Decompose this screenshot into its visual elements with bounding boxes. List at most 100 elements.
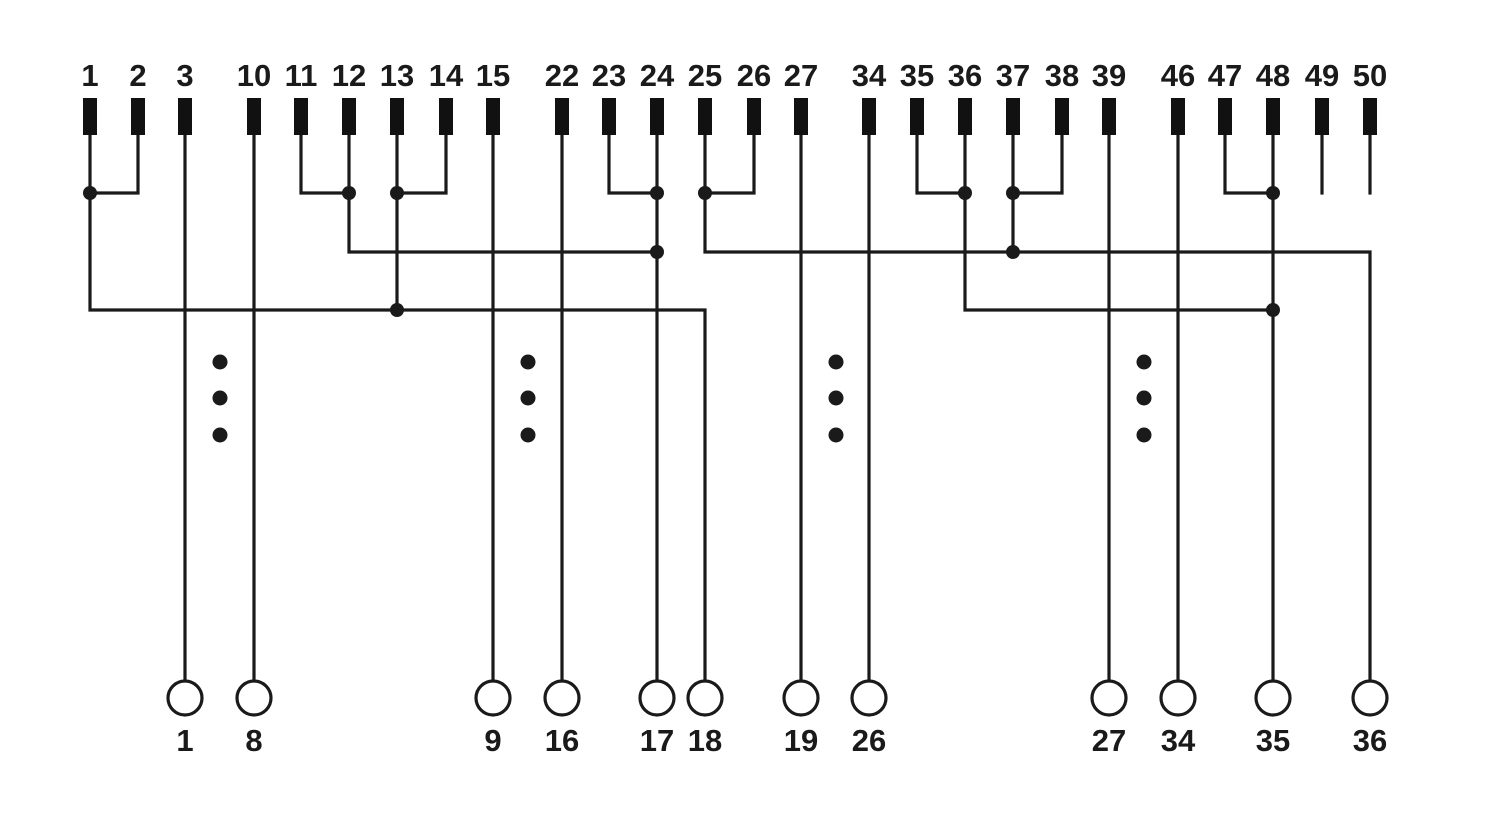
pin-label-12: 12 bbox=[332, 58, 366, 93]
pin-block-47 bbox=[1218, 98, 1232, 135]
junction-dots bbox=[83, 186, 1280, 317]
terminal-8 bbox=[235, 679, 273, 717]
junction-dot bbox=[1006, 245, 1020, 259]
pin-block-38 bbox=[1055, 98, 1069, 135]
ellipsis-dot bbox=[828, 354, 844, 370]
terminal-label-18: 18 bbox=[688, 723, 722, 758]
wires bbox=[88, 133, 1372, 683]
wire-group-25-26-to-36 bbox=[703, 133, 1372, 683]
terminal-label-35: 35 bbox=[1256, 723, 1290, 758]
terminal-label-36: 36 bbox=[1353, 723, 1387, 758]
pin-block-34 bbox=[862, 98, 876, 135]
pin-label-49: 49 bbox=[1305, 58, 1339, 93]
terminal-label-26: 26 bbox=[852, 723, 886, 758]
pin-label-35: 35 bbox=[900, 58, 934, 93]
pin-label-46: 46 bbox=[1161, 58, 1195, 93]
ellipsis-dot bbox=[520, 427, 536, 443]
wire-group-11-12-to-24 bbox=[347, 133, 659, 254]
pin-label-14: 14 bbox=[429, 58, 464, 93]
pin-block-39 bbox=[1102, 98, 1116, 135]
pin-label-22: 22 bbox=[545, 58, 579, 93]
pin-label-23: 23 bbox=[592, 58, 626, 93]
pin-block-14 bbox=[439, 98, 453, 135]
pin-label-36: 36 bbox=[948, 58, 982, 93]
pin-block-35 bbox=[910, 98, 924, 135]
pin-label-39: 39 bbox=[1092, 58, 1126, 93]
terminal-label-19: 19 bbox=[784, 723, 818, 758]
terminal-label-34: 34 bbox=[1161, 723, 1196, 758]
pin-block-11 bbox=[294, 98, 308, 135]
terminal-label-27: 27 bbox=[1092, 723, 1126, 758]
ellipsis-dot bbox=[828, 390, 844, 406]
pin-block-27 bbox=[794, 98, 808, 135]
ellipsis-dot bbox=[520, 354, 536, 370]
junction-dot bbox=[1006, 186, 1020, 200]
pin-block-1 bbox=[83, 98, 97, 135]
junction-dot bbox=[342, 186, 356, 200]
wire-pin-47-bridge bbox=[1223, 133, 1275, 195]
vertical-ellipsis bbox=[212, 354, 228, 443]
pin-label-3: 3 bbox=[176, 58, 193, 93]
terminal-1 bbox=[166, 679, 204, 717]
ellipsis-dot bbox=[212, 390, 228, 406]
pin-label-11: 11 bbox=[285, 58, 318, 93]
vertical-ellipsis bbox=[520, 354, 536, 443]
pin-label-24: 24 bbox=[640, 58, 675, 93]
pin-block-48 bbox=[1266, 98, 1280, 135]
wire-pin-38-bridge bbox=[1011, 133, 1064, 195]
pin-block-26 bbox=[747, 98, 761, 135]
pin-block-23 bbox=[602, 98, 616, 135]
pin-label-25: 25 bbox=[688, 58, 722, 93]
ellipsis-dot bbox=[212, 427, 228, 443]
pin-block-15 bbox=[486, 98, 500, 135]
terminal-17 bbox=[638, 679, 676, 717]
continuation-ellipses bbox=[212, 354, 1152, 443]
ellipsis-dot bbox=[828, 427, 844, 443]
junction-dot bbox=[698, 186, 712, 200]
wire-group-35-36-to-48 bbox=[963, 133, 1275, 312]
terminal-label-8: 8 bbox=[245, 723, 262, 758]
wire-pin-35-bridge bbox=[915, 133, 967, 195]
junction-dot bbox=[1266, 186, 1280, 200]
pin-label-2: 2 bbox=[129, 58, 146, 93]
ellipsis-dot bbox=[520, 390, 536, 406]
pin-block-36 bbox=[958, 98, 972, 135]
pin-label-1: 1 bbox=[81, 58, 98, 93]
vertical-ellipsis bbox=[1136, 354, 1152, 443]
terminal-label-1: 1 bbox=[176, 723, 193, 758]
ellipsis-dot bbox=[1136, 427, 1152, 443]
junction-dot bbox=[958, 186, 972, 200]
ellipsis-dot bbox=[1136, 354, 1152, 370]
ellipsis-dot bbox=[212, 354, 228, 370]
junction-dot bbox=[83, 186, 97, 200]
ellipsis-dot bbox=[1136, 390, 1152, 406]
pin-label-15: 15 bbox=[476, 58, 510, 93]
pin-block-22 bbox=[555, 98, 569, 135]
terminal-19 bbox=[782, 679, 820, 717]
terminal-34 bbox=[1159, 679, 1197, 717]
wire-pin-11-bridge bbox=[299, 133, 351, 195]
terminal-9 bbox=[474, 679, 512, 717]
terminal-label-17: 17 bbox=[640, 723, 674, 758]
pin-label-47: 47 bbox=[1208, 58, 1242, 93]
pin-label-10: 10 bbox=[237, 58, 271, 93]
pin-label-48: 48 bbox=[1256, 58, 1290, 93]
wire-pin-26-bridge bbox=[703, 133, 756, 195]
terminal-26 bbox=[850, 679, 888, 717]
terminal-16 bbox=[543, 679, 581, 717]
pin-block-49 bbox=[1315, 98, 1329, 135]
pin-block-37 bbox=[1006, 98, 1020, 135]
vertical-ellipsis bbox=[828, 354, 844, 443]
pin-block-46 bbox=[1171, 98, 1185, 135]
terminal-label-9: 9 bbox=[484, 723, 501, 758]
junction-dot bbox=[390, 303, 404, 317]
junction-dot bbox=[650, 186, 664, 200]
terminal-label-16: 16 bbox=[545, 723, 579, 758]
terminal-18 bbox=[686, 679, 724, 717]
junction-dot bbox=[1266, 303, 1280, 317]
pin-block-12 bbox=[342, 98, 356, 135]
terminal-27 bbox=[1090, 679, 1128, 717]
pin-label-38: 38 bbox=[1045, 58, 1079, 93]
